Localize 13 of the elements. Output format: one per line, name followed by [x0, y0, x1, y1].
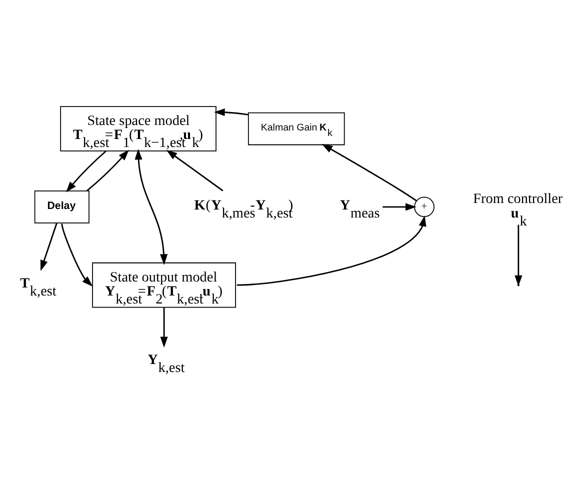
arrow — [160, 308, 168, 348]
arrow — [382, 203, 416, 211]
arrow — [86, 150, 129, 192]
arrow — [66, 150, 106, 192]
arrow — [61, 224, 93, 287]
arrow — [236, 215, 426, 286]
node-box: Delay — [34, 190, 90, 224]
arrow — [166, 150, 224, 192]
arrow — [40, 223, 58, 272]
node-circle: + — [414, 196, 434, 218]
arrow — [134, 148, 168, 266]
arrow — [214, 108, 249, 116]
arrow — [322, 144, 417, 202]
